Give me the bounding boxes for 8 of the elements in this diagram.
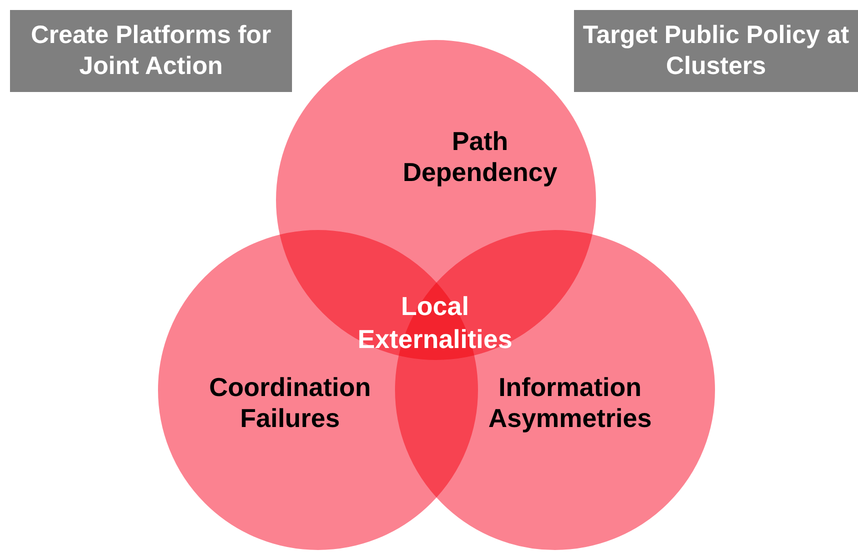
- heading-text: Create Platforms for Joint Action: [30, 20, 272, 82]
- heading-box: [10, 10, 292, 92]
- circle-label: Path Dependency: [402, 126, 558, 188]
- heading-box: [574, 10, 858, 92]
- circle-label: Information Asymmetries: [487, 372, 653, 434]
- overlap-label: Local Externalities: [356, 290, 514, 356]
- heading-text: Target Public Policy at Clusters: [582, 20, 850, 82]
- circle-label: Coordination Failures: [208, 372, 372, 434]
